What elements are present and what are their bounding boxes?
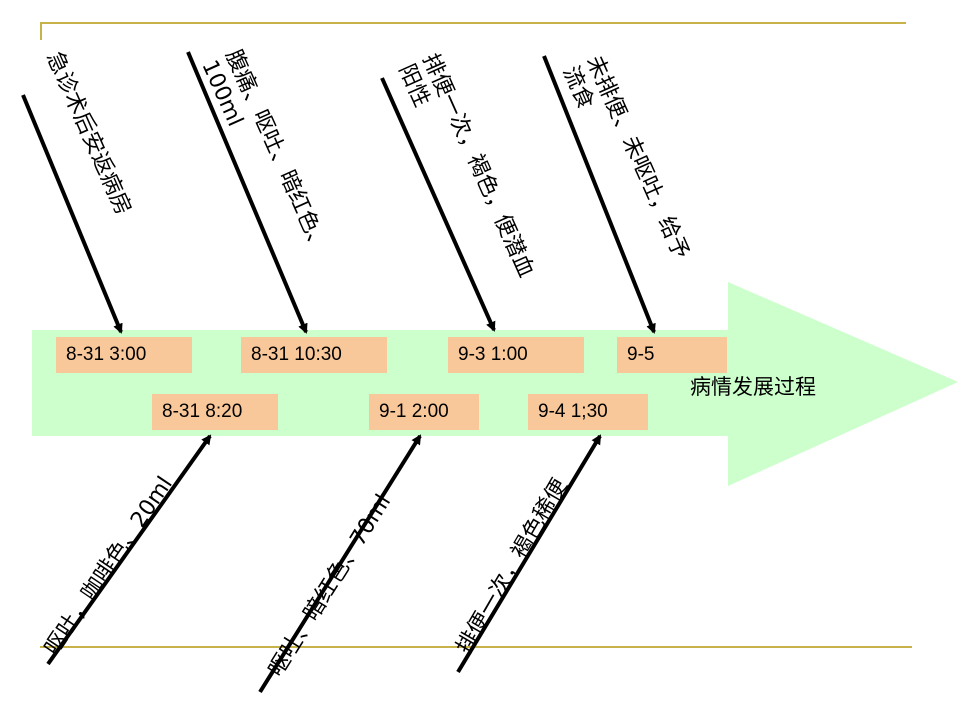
bottom-rule (40, 646, 912, 648)
top-arrow-2 (186, 51, 308, 334)
progress-axis-label: 病情发展过程 (690, 375, 816, 399)
time-box-1: 8-31 3:00 (56, 337, 192, 373)
time-box-7: 9-5 (617, 337, 727, 373)
top-arrow-4 (542, 55, 656, 334)
time-box-4: 9-1 2:00 (369, 394, 479, 430)
bottom-arrow-2 (258, 434, 422, 694)
left-rule (40, 22, 42, 40)
top-arrow-1 (21, 94, 123, 334)
time-box-2: 8-31 8:20 (152, 394, 278, 430)
progress-arrow (32, 282, 958, 486)
top-arrow-3 (380, 77, 496, 332)
top-rule (40, 22, 906, 24)
bottom-arrow-1 (46, 434, 212, 666)
time-box-3: 8-31 10:30 (241, 337, 387, 373)
time-box-5: 9-3 1:00 (448, 337, 584, 373)
bottom-arrow-3 (456, 434, 602, 674)
time-box-6: 9-4 1;30 (528, 394, 648, 430)
